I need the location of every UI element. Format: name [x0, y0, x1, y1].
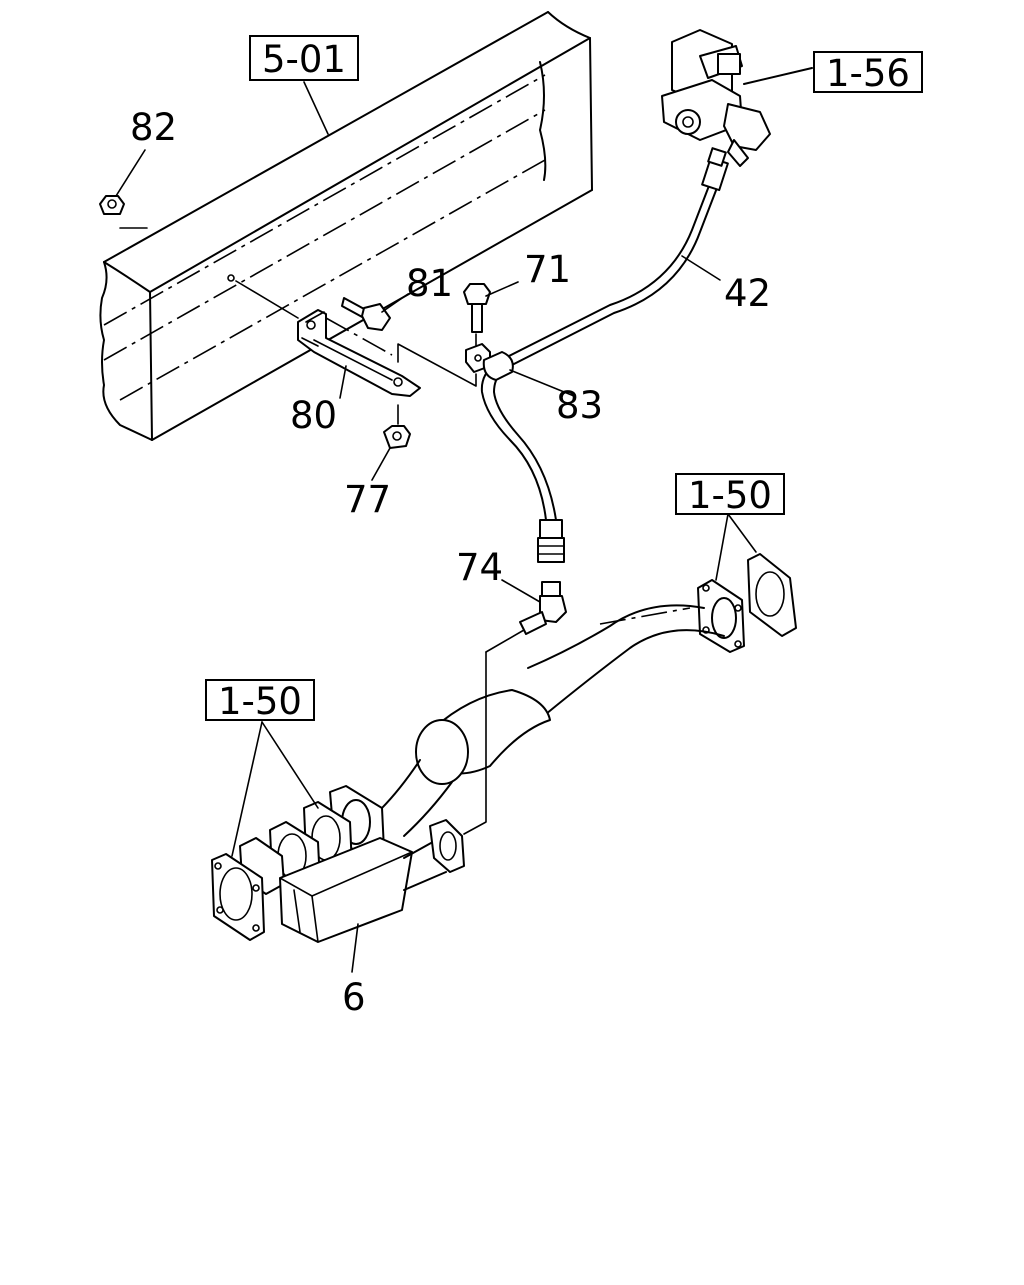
ref-valve-label: 1-56 — [826, 52, 910, 95]
valve-assembly — [661, 29, 813, 167]
callout-80: 80 — [290, 394, 337, 437]
callout-71: 71 — [524, 248, 571, 291]
callout-74: 74 — [456, 546, 503, 589]
assembly-leader-lines — [227, 274, 477, 425]
nut-82 — [99, 195, 125, 215]
callout-42: 42 — [724, 272, 771, 315]
ref-pipe-right-label: 1-50 — [688, 474, 772, 517]
clip-83 — [465, 343, 514, 381]
nut-77 — [383, 425, 411, 449]
ref-pipe-left-label: 1-50 — [218, 680, 302, 723]
bracket — [297, 309, 421, 397]
ref-box-pipe-right: 1-50 — [675, 473, 785, 517]
callout-83: 83 — [556, 384, 603, 427]
callout-82: 82 — [130, 106, 177, 149]
flange-bolt-81 — [341, 297, 391, 331]
exhaust-pipe-assembly — [211, 553, 797, 943]
ref-box-frame: 5-01 — [249, 35, 359, 81]
ref-frame-label: 5-01 — [262, 38, 346, 81]
ref-box-pipe-left: 1-50 — [205, 679, 315, 723]
callout-6: 6 — [342, 976, 366, 1019]
callout-81: 81 — [406, 262, 453, 305]
callout-77: 77 — [344, 478, 391, 521]
bolt-71 — [463, 283, 491, 333]
callout-leaders — [115, 81, 757, 973]
brake-hose — [480, 147, 729, 563]
elbow-fitting-74 — [519, 581, 567, 635]
ref-box-valve: 1-56 — [813, 51, 923, 95]
